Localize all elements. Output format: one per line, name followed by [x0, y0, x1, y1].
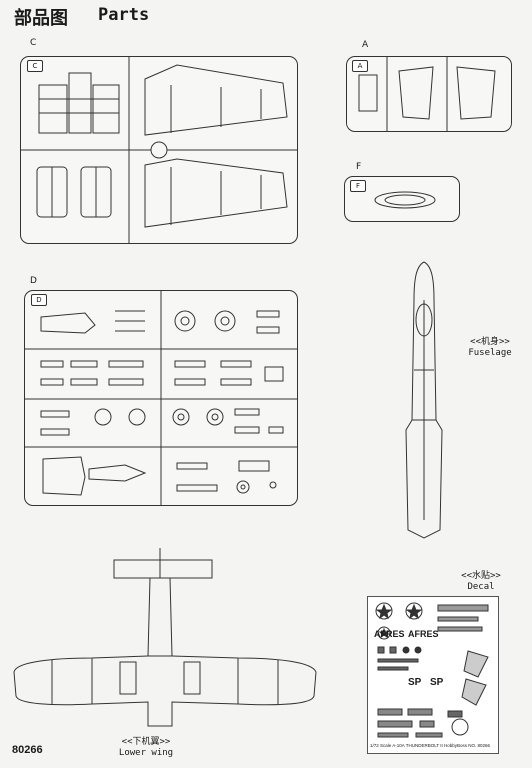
sprue-d-frame: D [24, 290, 298, 506]
lower-wing-drawing [12, 546, 318, 730]
sprue-a-letter: A [362, 40, 369, 50]
decal-label-cn: <<水贴>> [461, 571, 501, 581]
product-code: 80266 [12, 744, 43, 756]
sprue-c-parts-drawing [21, 57, 297, 243]
sprue-d-letter: D [30, 276, 37, 286]
decal-afres-1: AFRES [374, 629, 405, 639]
sprue-d-parts-drawing [25, 291, 297, 505]
decal-sp-2: SP [430, 677, 444, 688]
sprue-a-tag: A [352, 60, 368, 72]
fuselage-label-cn: <<机身>> [470, 337, 510, 347]
lower-wing-label-en: Lower wing [118, 748, 174, 758]
page-title-en: Parts [98, 5, 150, 25]
sprue-c-letter: C [30, 38, 37, 48]
sprue-c-frame: C [20, 56, 298, 244]
sprue-f-tag: F [350, 180, 366, 192]
sprue-a-frame: A [346, 56, 512, 132]
sprue-f-frame: F [344, 176, 460, 222]
sprue-f-canopy-drawing [345, 177, 459, 221]
sprue-d-tag: D [31, 294, 47, 306]
sprue-c-tag: C [27, 60, 43, 72]
sprue-a-parts-drawing [347, 57, 511, 131]
decal-afres-2: AFRES [408, 629, 439, 639]
sprue-f-letter: F [356, 162, 362, 172]
page-title-cn: 部品图 [14, 8, 68, 29]
decal-sp-1: SP [408, 677, 422, 688]
fuselage-label-en: Fuselage [468, 348, 512, 358]
decal-label-en: Decal [467, 582, 495, 592]
decal-sheet-drawing [368, 597, 498, 753]
decal-sheet: AFRES AFRES SP SP 1/72 Scale A-10A THUND… [367, 596, 499, 754]
lower-wing-label-cn: <<下机翼>> [121, 737, 171, 747]
decal-footer: 1/72 Scale A-10A THUNDERBOLT II HobbyBos… [370, 743, 491, 748]
fuselage-drawing [400, 260, 448, 540]
